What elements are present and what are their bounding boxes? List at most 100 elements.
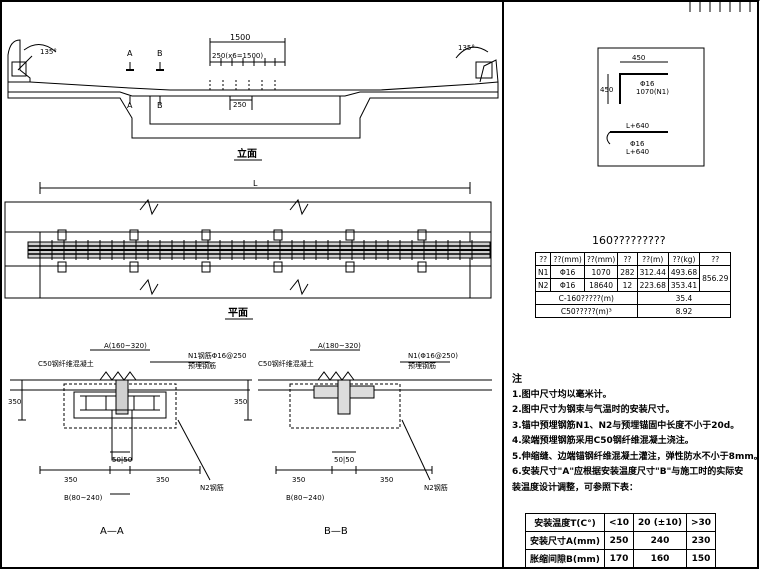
table-header: ??(m): [636, 252, 669, 266]
table-header: ??(kg): [667, 252, 701, 266]
table-header: 安装温度T(C°): [525, 513, 605, 532]
note-item: 5.伸缩缝、边端锚钢纤维混凝土灌注，弹性防水不小于8mm。: [512, 451, 758, 462]
section-b-title: B—B: [324, 526, 348, 537]
table-cell: 150: [685, 549, 717, 568]
table-cell: 493.68: [667, 265, 701, 279]
dim-5050-a: 50|50: [112, 456, 132, 464]
note-item: 3.锚中预埋钢筋N1、N2与预埋锚固中长度不小于20d。: [512, 420, 740, 431]
table-cell: 230: [685, 531, 717, 550]
table-cell: 12: [617, 278, 638, 292]
dim-450-side: 450: [600, 86, 613, 94]
table-cell: C-160?????(m): [535, 291, 638, 305]
table-cell: 240: [633, 531, 687, 550]
table-header: ??(mm): [583, 252, 619, 266]
dim-250: 250: [233, 101, 246, 109]
table-cell: 18640: [583, 278, 619, 292]
pre-callout-right: 预埋钢筋: [408, 361, 436, 370]
rebar-n1-dia: Φ16: [640, 80, 655, 88]
table-cell: Φ16: [550, 278, 585, 292]
dim-a-160-320: A(160~320): [104, 342, 147, 350]
table-header: <10: [603, 513, 635, 532]
dim-450-top: 450: [632, 54, 645, 62]
notes-heading: 注: [512, 374, 522, 385]
table-header: ??(mm): [550, 252, 585, 266]
table-cell: 35.4: [636, 291, 732, 305]
c50-callout-left: C50钢纤维混凝土: [38, 359, 94, 368]
rebar-n2-length: L+640: [626, 148, 649, 156]
pre-callout-left: 预埋钢筋: [188, 361, 216, 370]
table-cell: Φ16: [550, 265, 585, 279]
table-cell: 安装尺寸A(mm): [525, 531, 605, 550]
table-cell: 223.68: [636, 278, 669, 292]
table-row: C50?????(m)³ 8.92: [535, 304, 732, 318]
rebar-detail: [597, 47, 705, 167]
rebar-n2-l: L+640: [626, 122, 649, 130]
elevation-view: [7, 38, 499, 139]
rebar-n2-dia: Φ16: [630, 140, 645, 148]
plan-view: [4, 182, 492, 299]
dim-a-180-320: A(180~320): [318, 342, 361, 350]
table-header: ??: [534, 252, 552, 266]
table-cell: 312.44: [636, 265, 669, 279]
section-a-title: A—A: [100, 526, 124, 537]
rebar-n1-length: 1070(N1): [636, 88, 669, 96]
elevation-title: 立面: [237, 147, 257, 160]
table-cell: 170: [603, 549, 635, 568]
dim-b-80-240-b: B(80~240): [286, 494, 325, 502]
qty-table-title: 160?????????: [592, 234, 666, 247]
table-header: >30: [685, 513, 717, 532]
section-marker-b: B: [157, 49, 163, 58]
table-row: C-160?????(m) 35.4: [535, 291, 732, 305]
dim-350-b-right: 350: [380, 476, 393, 484]
n1-callout-left: N1钢筋Φ16@250: [188, 351, 246, 360]
table-cell: 353.41: [667, 278, 701, 292]
qty-table: ?? ??(mm) ??(mm) ?? ??(m) ??(kg) ?? N1 Φ…: [534, 252, 732, 318]
angle-left: 135°: [40, 48, 57, 56]
dim-350-a-vert: 350: [8, 398, 21, 406]
table-cell: N1: [534, 265, 552, 279]
table-header: ??: [617, 252, 638, 266]
n2-callout-right: N2钢筋: [424, 483, 448, 492]
plan-title: 平面: [228, 307, 248, 319]
section-a-view: [10, 349, 250, 495]
table-cell-total: 856.29: [699, 265, 732, 292]
note-item: 4.梁端预埋钢筋采用C50钢纤维混凝土浇注。: [512, 436, 694, 446]
table-row: ?? ??(mm) ??(mm) ?? ??(m) ??(kg) ??: [534, 252, 732, 266]
dim-350-b-left: 350: [292, 476, 305, 484]
n1-callout-right: N1(Φ16@250): [408, 352, 458, 360]
note-item: 2.图中尺寸为钢束与气温时的安装尺寸。: [512, 405, 675, 415]
table-cell: N2: [534, 278, 552, 292]
table-header: ??: [699, 252, 732, 266]
section-b-view: [244, 349, 492, 481]
table-cell: 1070: [583, 265, 619, 279]
notes-block: 注 1.图中尺寸均以毫米计。 2.图中尺寸为钢束与气温时的安装尺寸。 3.锚中预…: [512, 372, 758, 496]
dim-b-80-240-a: B(80~240): [64, 494, 103, 502]
table-cell: 250: [603, 531, 635, 550]
table-cell: 160: [633, 549, 687, 568]
angle-right: 135°: [458, 44, 475, 52]
dim-5050-b: 50|50: [334, 456, 354, 464]
table-cell: 胀缩间隙B(mm): [525, 549, 605, 568]
note-item: 6.安装尺寸"A"应根据安装温度尺寸"B"与施工时的实际安装温度设计调整，可参照…: [512, 467, 744, 493]
table-row: 安装尺寸A(mm) 250 240 230: [525, 531, 717, 550]
section-marker-b-lower: B: [157, 101, 163, 110]
dim-350-b-vert: 350: [234, 398, 247, 406]
note-item: 1.图中尺寸均以毫米计。: [512, 389, 612, 400]
dim-L: L: [253, 179, 258, 188]
dim-250x6: 250(x6=1500): [212, 52, 263, 60]
table-header: 20 (±10): [633, 513, 687, 532]
dim-1500: 1500: [230, 33, 250, 42]
n2-callout-left: N2钢筋: [200, 483, 224, 492]
temperature-table: 安装温度T(C°) <10 20 (±10) >30 安装尺寸A(mm) 250…: [525, 513, 717, 568]
dim-350-a-left: 350: [64, 476, 77, 484]
table-cell: 282: [617, 265, 638, 279]
table-row: N1 Φ16 1070 282 312.44 493.68 856.29: [534, 265, 732, 292]
table-cell: C50?????(m)³: [535, 304, 638, 318]
section-marker-a-lower: A: [127, 101, 133, 110]
table-row: 安装温度T(C°) <10 20 (±10) >30: [525, 513, 717, 532]
table-row: 胀缩间隙B(mm) 170 160 150: [525, 549, 717, 568]
section-marker-a: A: [127, 49, 133, 58]
table-cell: 8.92: [636, 304, 732, 318]
c50-callout-right: C50钢纤维混凝土: [258, 359, 314, 368]
